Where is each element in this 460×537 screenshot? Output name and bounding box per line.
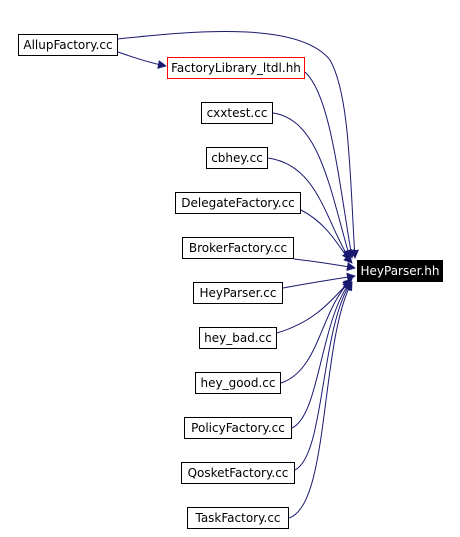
edge-factorylibrary-to-heyparser-hh (304, 71, 356, 259)
edge-hey-good-to-heyparser-hh (280, 279, 352, 384)
node-brokerfactory-cc[interactable]: BrokerFactory.cc (182, 237, 294, 259)
node-delegatefactory-cc[interactable]: DelegateFactory.cc (175, 192, 301, 214)
edge-brokerfactory-to-heyparser-hh (293, 258, 356, 272)
edge-policyfactory-to-heyparser-hh (291, 280, 352, 429)
edge-heyparser-cc-to-heyparser-hh (282, 272, 356, 289)
node-qosketfactory-cc[interactable]: QosketFactory.cc (181, 462, 295, 484)
node-factorylibrary-ltdl-hh[interactable]: FactoryLibrary_ltdl.hh (167, 57, 305, 79)
edge-qosketfactory-to-heyparser-hh (294, 281, 352, 471)
node-allupfactory-cc[interactable]: AllupFactory.cc (18, 34, 118, 56)
node-cxxtest-cc[interactable]: cxxtest.cc (201, 102, 273, 124)
node-heyparser-hh: HeyParser.hh (357, 260, 443, 282)
node-hey-bad-cc[interactable]: hey_bad.cc (199, 327, 277, 349)
node-taskfactory-cc[interactable]: TaskFactory.cc (187, 507, 289, 529)
edge-taskfactory-to-heyparser-hh (288, 281, 353, 519)
edge-allupfactory-to-heyparser-hh (117, 31, 359, 259)
node-hey-good-cc[interactable]: hey_good.cc (195, 372, 281, 394)
node-heyparser-cc[interactable]: HeyParser.cc (193, 282, 283, 304)
edge-cxxtest-to-heyparser-hh (272, 112, 353, 259)
edge-cbhey-to-heyparser-hh (267, 157, 351, 261)
node-cbhey-cc[interactable]: cbhey.cc (206, 147, 268, 169)
edge-allupfactory-to-factorylibrary (117, 51, 167, 69)
edge-delegatefactory-to-heyparser-hh (300, 209, 353, 264)
node-policyfactory-cc[interactable]: PolicyFactory.cc (184, 417, 292, 439)
